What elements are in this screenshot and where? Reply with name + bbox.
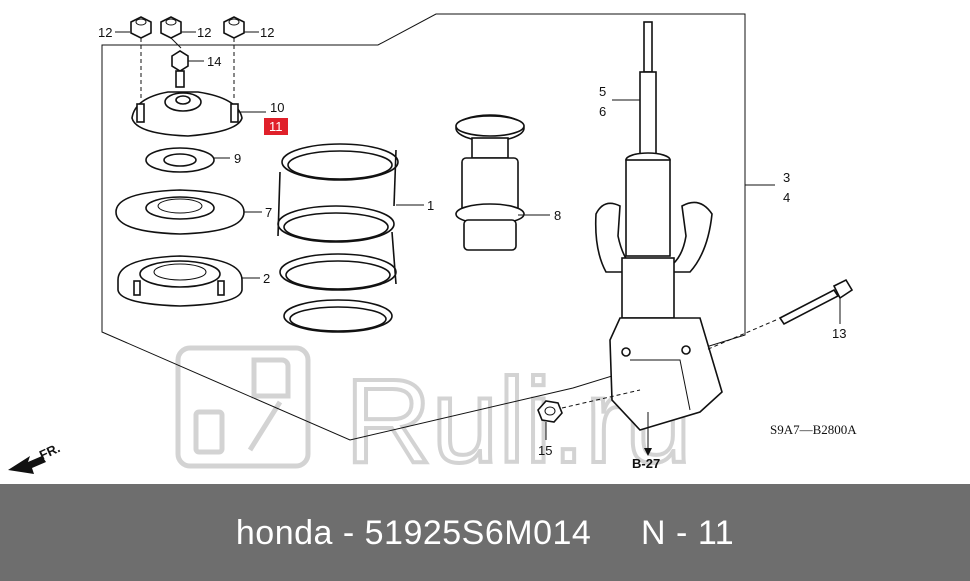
washer: [145, 147, 215, 173]
bump-stop: [455, 114, 525, 251]
callout-1: 1: [427, 198, 434, 213]
callout-8: 8: [554, 208, 561, 223]
callout-12-center: 12: [197, 25, 211, 40]
callout-5: 5: [599, 84, 606, 99]
strut-assembly: [594, 21, 723, 431]
nut-left: [130, 16, 152, 39]
callout-7: 7: [265, 205, 272, 220]
front-arrow-icon: [8, 456, 46, 474]
callout-2: 2: [263, 271, 270, 286]
callout-4: 4: [783, 190, 790, 205]
front-arrow-label: FR.: [37, 440, 62, 462]
assembly-outline: [101, 13, 746, 441]
spring-seat-upper: [115, 189, 245, 235]
footer-part-number: honda - 51925S6M014 N - 11: [235, 514, 735, 552]
callout-10: 10: [270, 100, 284, 115]
callout-11: 11: [269, 119, 283, 134]
coil-spring: [277, 143, 399, 333]
callout-9: 9: [234, 151, 241, 166]
flange-nut: [537, 400, 563, 423]
spring-seat-lower: [117, 255, 243, 307]
callout-12-right: 12: [260, 25, 274, 40]
callout-3: 3: [783, 170, 790, 185]
nut-center: [160, 16, 182, 39]
callout-6: 6: [599, 104, 606, 119]
callout-15: 15: [538, 443, 552, 458]
nut-right: [223, 16, 245, 39]
self-lock-nut: [171, 50, 189, 88]
callout-12-left: 12: [98, 25, 112, 40]
footer-bar: honda - 51925S6M014 N - 11: [0, 484, 970, 581]
bolt: [778, 278, 854, 326]
drawing-code: S9A7—B2800A: [770, 422, 857, 437]
callout-13: 13: [832, 326, 846, 341]
parts-diagram: Ruli.ru: [8, 13, 857, 490]
ref-b27: B-27: [632, 456, 660, 471]
callout-11-highlight: [264, 118, 288, 135]
callout-14: 14: [207, 54, 221, 69]
upper-mount: [131, 91, 243, 137]
